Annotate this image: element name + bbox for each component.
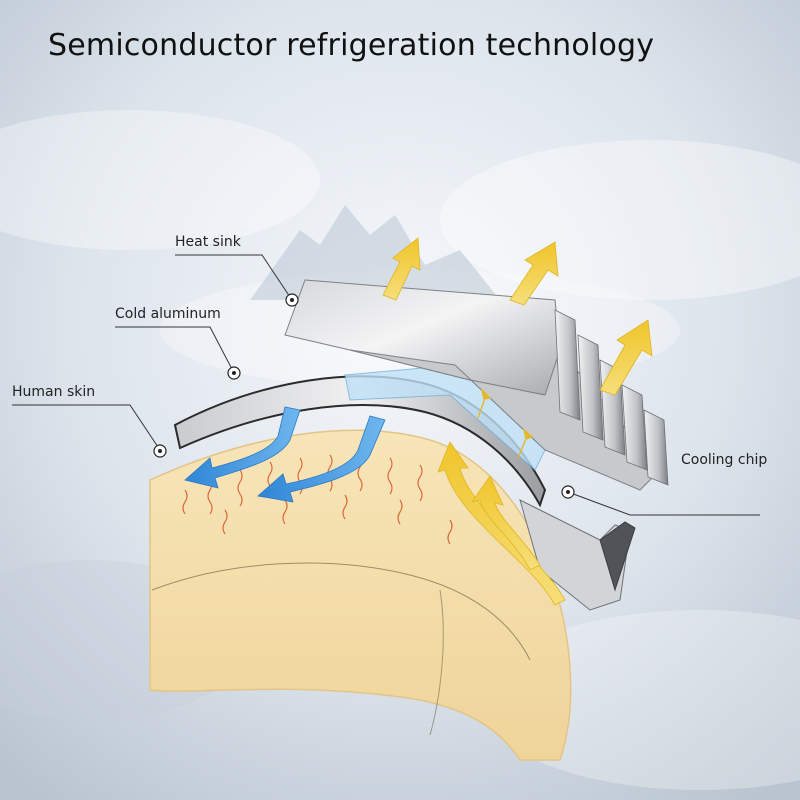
heat-sink-label: Heat sink xyxy=(175,234,241,250)
cooling-chip-label: Cooling chip xyxy=(681,452,768,468)
heat-exhaust-arrows xyxy=(382,237,653,606)
heat-arrow-icon xyxy=(509,241,559,306)
cold-aluminum-label: Cold aluminum xyxy=(115,306,221,322)
cold-aluminum-plate xyxy=(173,375,547,508)
callout-lines xyxy=(12,254,760,516)
heat-arrow-icon xyxy=(382,237,421,301)
chip-flow-arrows xyxy=(477,387,534,459)
page-title: Semiconductor refrigeration technology xyxy=(48,28,655,63)
heat-arrow-icon xyxy=(599,319,653,396)
callout-markers xyxy=(153,293,575,499)
skin-layer-line xyxy=(429,589,444,736)
heat-sink-leader xyxy=(175,254,293,301)
mountain-silhouette xyxy=(250,205,500,300)
cold-aluminum-leader xyxy=(115,326,235,374)
cooling-chip-leader xyxy=(567,491,760,516)
skin-layer-line xyxy=(151,562,531,661)
cold-arrow-icon xyxy=(257,415,386,503)
human-skin-label: Human skin xyxy=(12,384,96,400)
human-skin-leader xyxy=(12,404,161,451)
heat-arrow-icon xyxy=(471,475,541,571)
cold-flow-arrows xyxy=(184,406,386,503)
cold-arrow-icon xyxy=(184,406,301,489)
heat-sink-fins xyxy=(554,309,669,486)
heat-sink-bracket-edge xyxy=(599,521,636,592)
